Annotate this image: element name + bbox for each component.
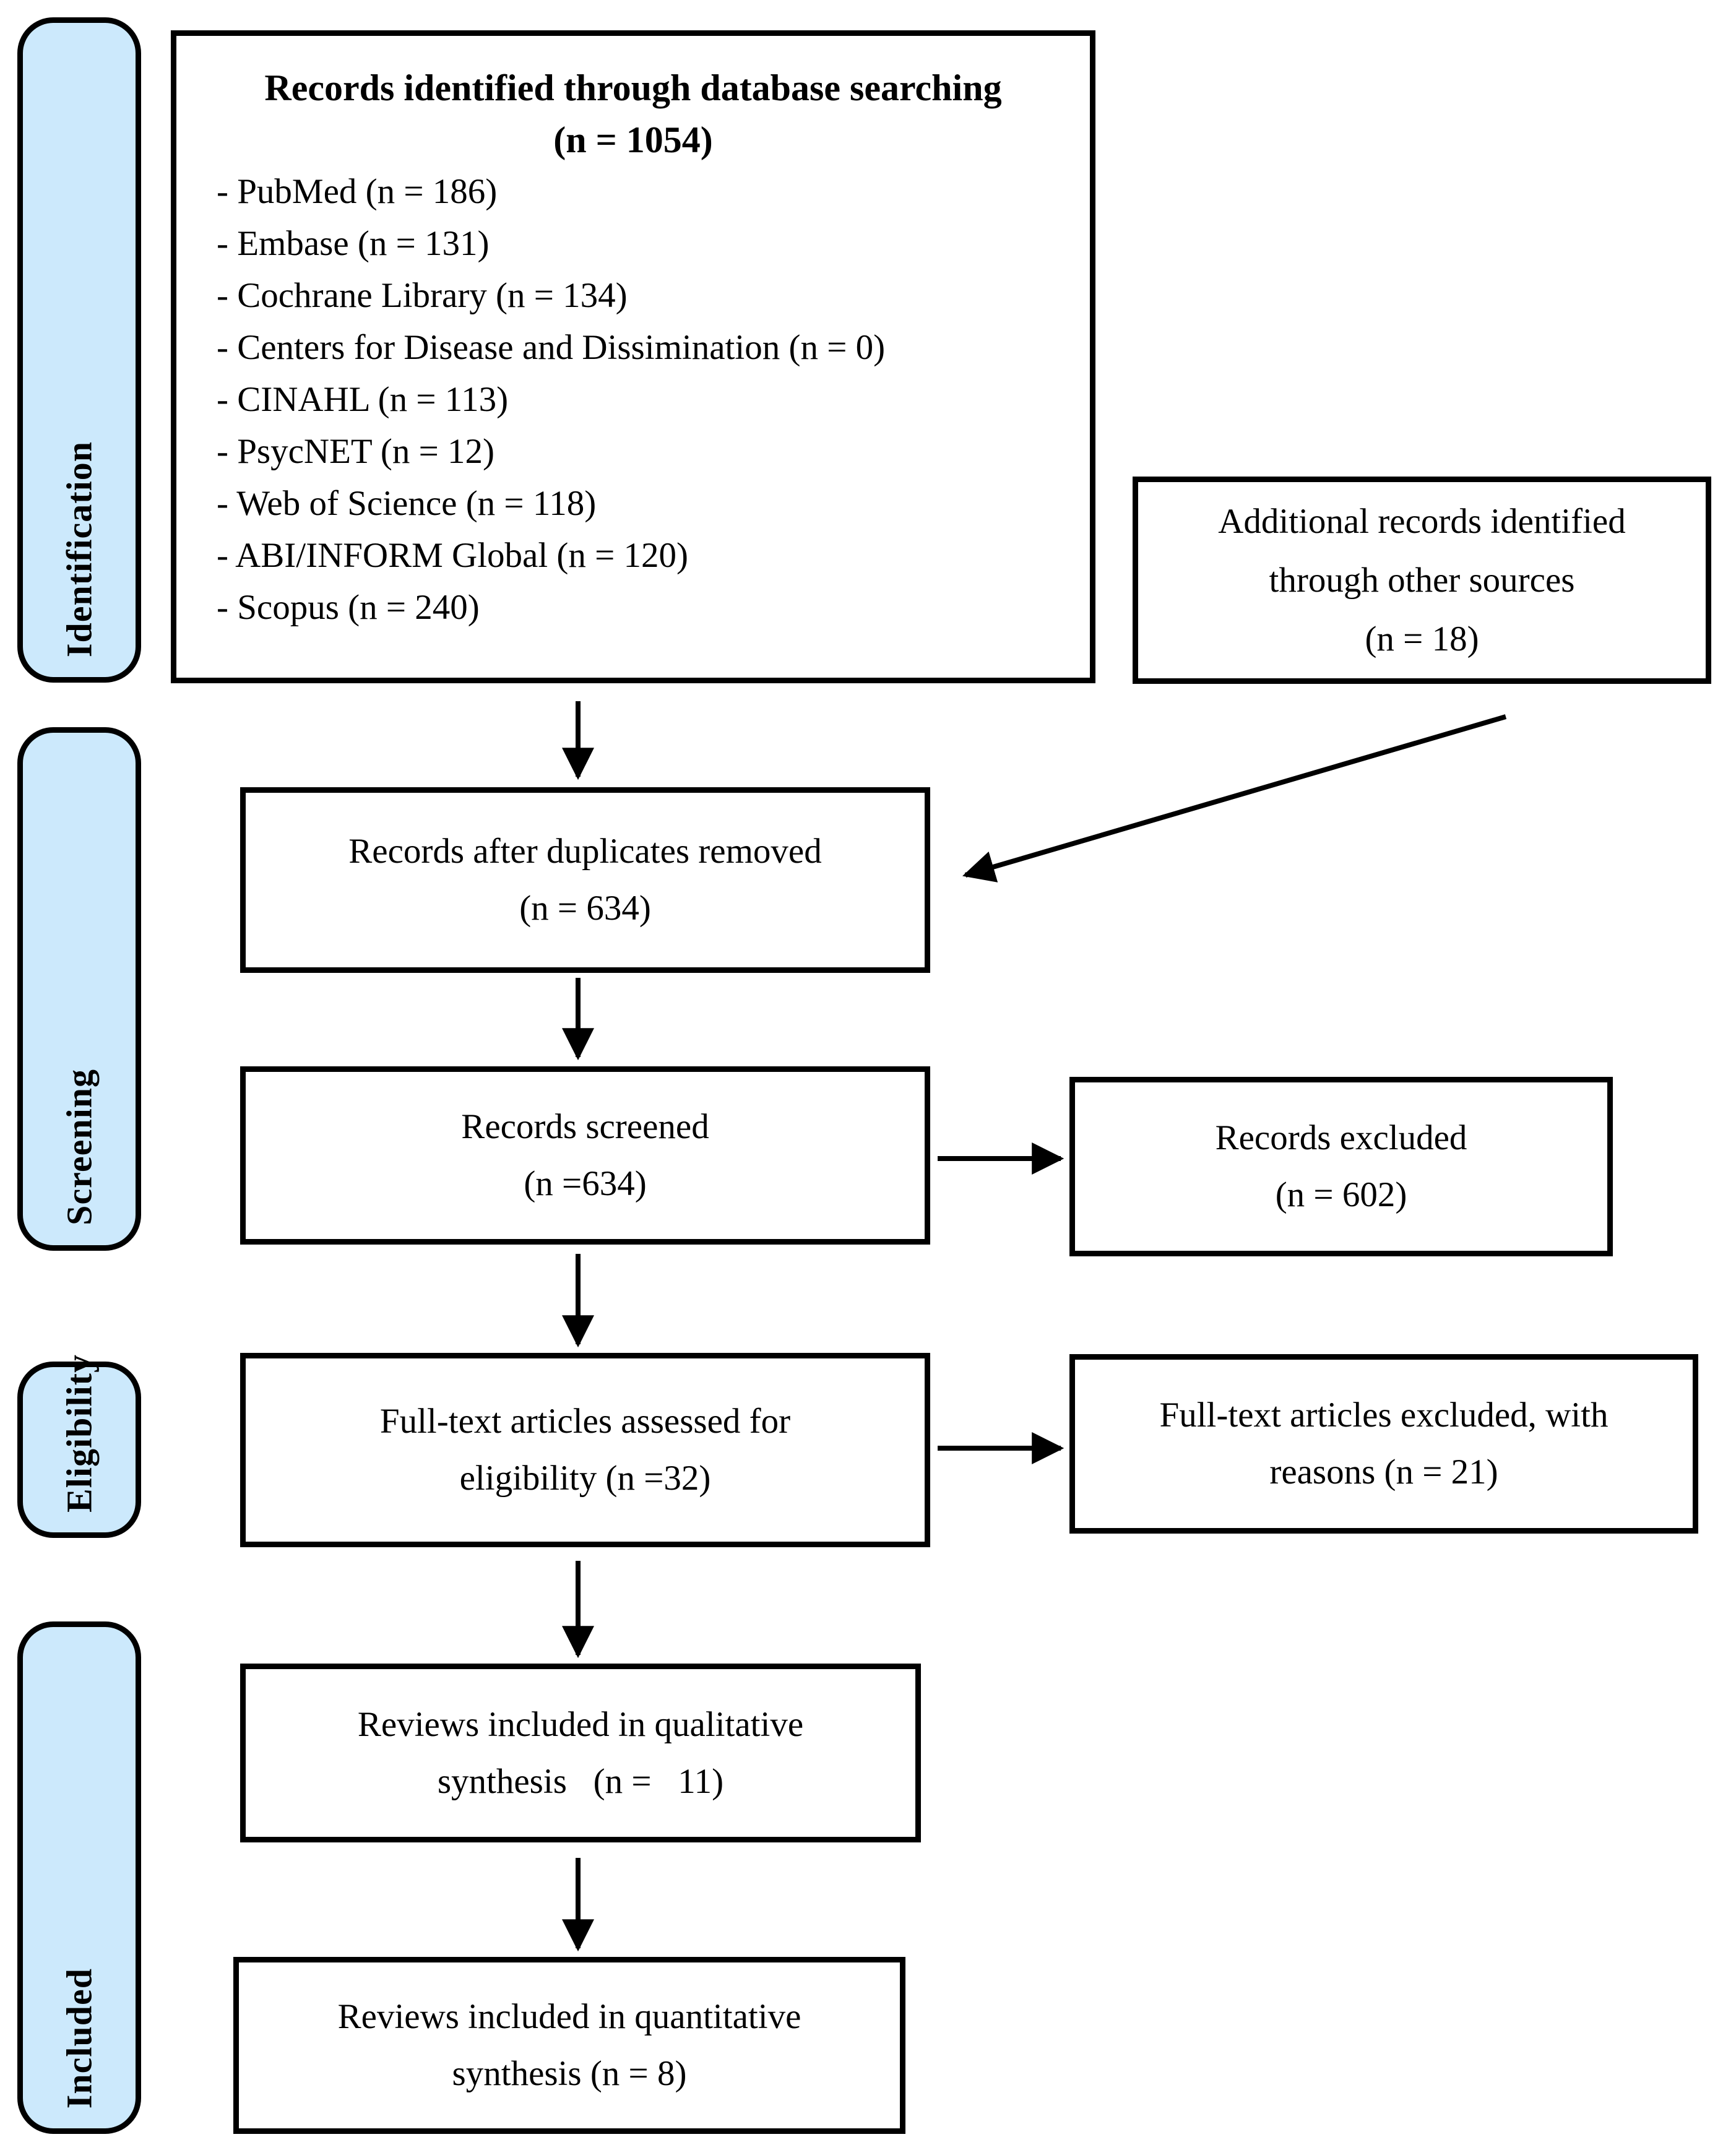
- duplicates-line1: Records after duplicates removed: [348, 832, 822, 871]
- stage-label-included: Included: [59, 1967, 100, 2109]
- box-qualitative-synthesis: Reviews included in qualitative synthesi…: [240, 1664, 921, 1842]
- qualitative-line1: Reviews included in qualitative: [357, 1704, 804, 1744]
- ft-excluded-line1: Full-text articles excluded, with: [1159, 1396, 1609, 1435]
- stage-box-identification: Identification: [17, 17, 141, 683]
- box-records-after-duplicates-removed: Records after duplicates removed (n = 63…: [240, 787, 930, 973]
- box-records-excluded: Records excluded (n = 602): [1069, 1077, 1613, 1256]
- stage-box-screening: Screening: [17, 727, 141, 1251]
- quantitative-line2: synthesis (n = 8): [452, 2054, 687, 2093]
- box-quantitative-synthesis: Reviews included in quantitative synthes…: [233, 1957, 905, 2134]
- database-item-cinahl: - CINAHL (n = 113): [217, 380, 509, 419]
- database-item-psycnet: - PsycNET (n = 12): [217, 432, 495, 471]
- duplicates-line2: (n = 634): [519, 889, 651, 928]
- stage-label-eligibility: Eligibility: [59, 1354, 100, 1513]
- fulltext-line1: Full-text articles assessed for: [379, 1402, 791, 1441]
- database-item-abi-inform: - ABI/INFORM Global (n = 120): [217, 536, 689, 575]
- box-fulltext-excluded: Full-text articles excluded, with reason…: [1069, 1354, 1698, 1534]
- box-additional-records: Additional records identified through ot…: [1133, 477, 1711, 684]
- additional-line3: (n = 18): [1365, 620, 1479, 658]
- screened-line1: Records screened: [461, 1107, 709, 1146]
- stage-label-screening: Screening: [59, 1069, 100, 1225]
- quantitative-line1: Reviews included in quantitative: [337, 1997, 801, 2036]
- ft-excluded-line2: reasons (n = 21): [1269, 1453, 1498, 1492]
- additional-line1: Additional records identified: [1218, 502, 1626, 541]
- database-item-pubmed: - PubMed (n = 186): [217, 172, 498, 211]
- stage-label-identification: Identification: [59, 441, 100, 657]
- database-item-cochrane: - Cochrane Library (n = 134): [217, 276, 628, 315]
- database-title-line2: (n = 1054): [553, 119, 713, 160]
- box-records-screened: Records screened (n =634): [240, 1066, 930, 1245]
- database-item-web-of-science: - Web of Science (n = 118): [217, 484, 597, 523]
- stage-box-included: Included: [17, 1621, 141, 2134]
- database-title-line1: Records identified through database sear…: [264, 67, 1002, 108]
- fulltext-line2: eligibility (n =32): [459, 1459, 711, 1498]
- database-item-centers: - Centers for Disease and Dissimination …: [217, 328, 886, 367]
- box-records-identified-database: Records identified through database sear…: [171, 30, 1095, 683]
- screened-line2: (n =634): [524, 1164, 647, 1203]
- stage-box-eligibility: Eligibility: [17, 1354, 141, 1538]
- box-fulltext-assessed: Full-text articles assessed for eligibil…: [240, 1353, 930, 1547]
- database-item-embase: - Embase (n = 131): [217, 224, 490, 263]
- excluded-line1: Records excluded: [1215, 1118, 1467, 1157]
- arrow-additional-to-duplicates: [962, 714, 1507, 883]
- database-item-scopus: - Scopus (n = 240): [217, 588, 480, 627]
- excluded-line2: (n = 602): [1275, 1175, 1407, 1214]
- qualitative-line2: synthesis (n = 11): [437, 1761, 724, 1801]
- additional-line2: through other sources: [1269, 561, 1575, 600]
